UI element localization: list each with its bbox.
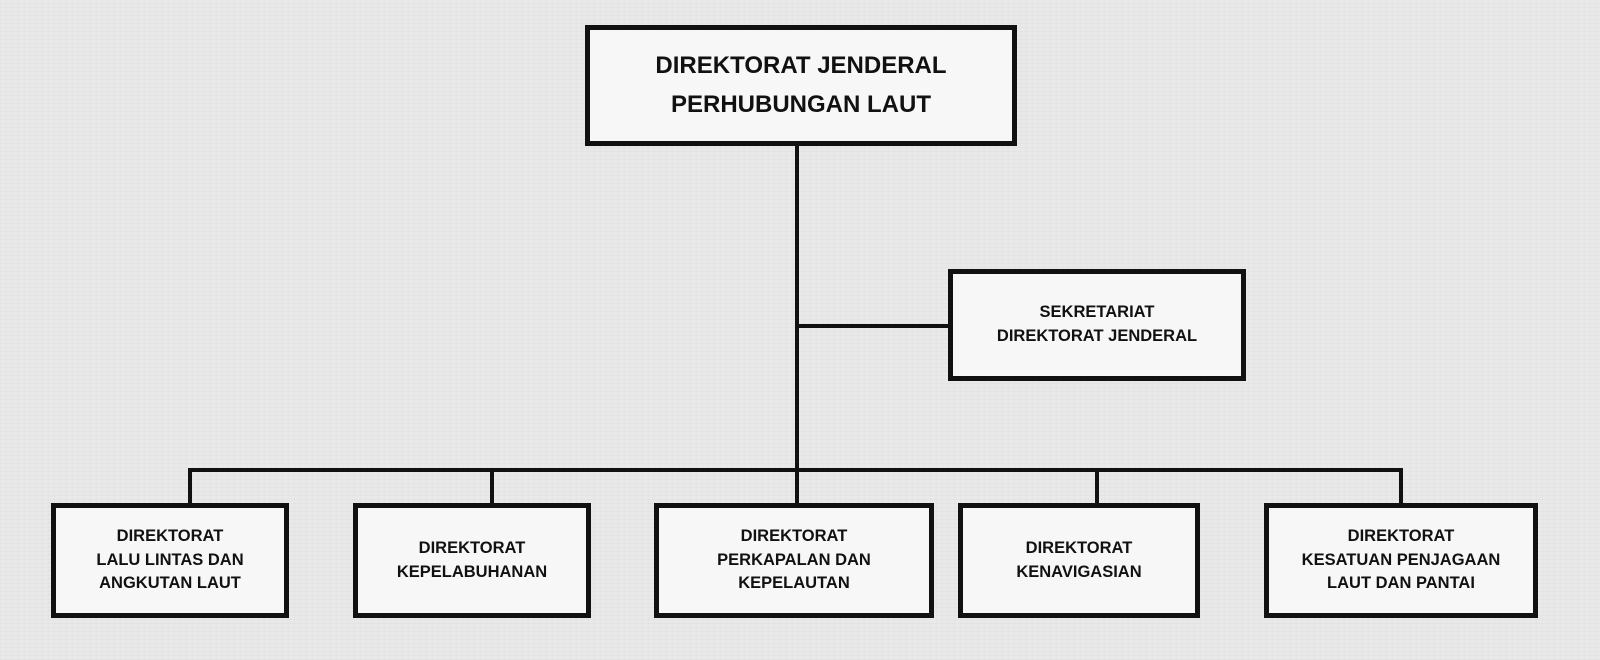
directorate-box-perkapalan: DIREKTORAT PERKAPALAN DAN KEPELAUTAN [654, 503, 934, 618]
secretariat-box: SEKRETARIAT DIREKTORAT JENDERAL [948, 269, 1246, 381]
directorate-box-kepelabuhanan: DIREKTORAT KEPELABUHANAN [353, 503, 591, 618]
head-box-direktorat-jenderal: DIREKTORAT JENDERAL PERHUBUNGAN LAUT [585, 25, 1017, 146]
directorate-box-kenavigasian: DIREKTORAT KENAVIGASIAN [958, 503, 1200, 618]
directorate-box-lalu-lintas: DIREKTORAT LALU LINTAS DAN ANGKUTAN LAUT [51, 503, 289, 618]
directorate-box-kplp: DIREKTORAT KESATUAN PENJAGAAN LAUT DAN P… [1264, 503, 1538, 618]
